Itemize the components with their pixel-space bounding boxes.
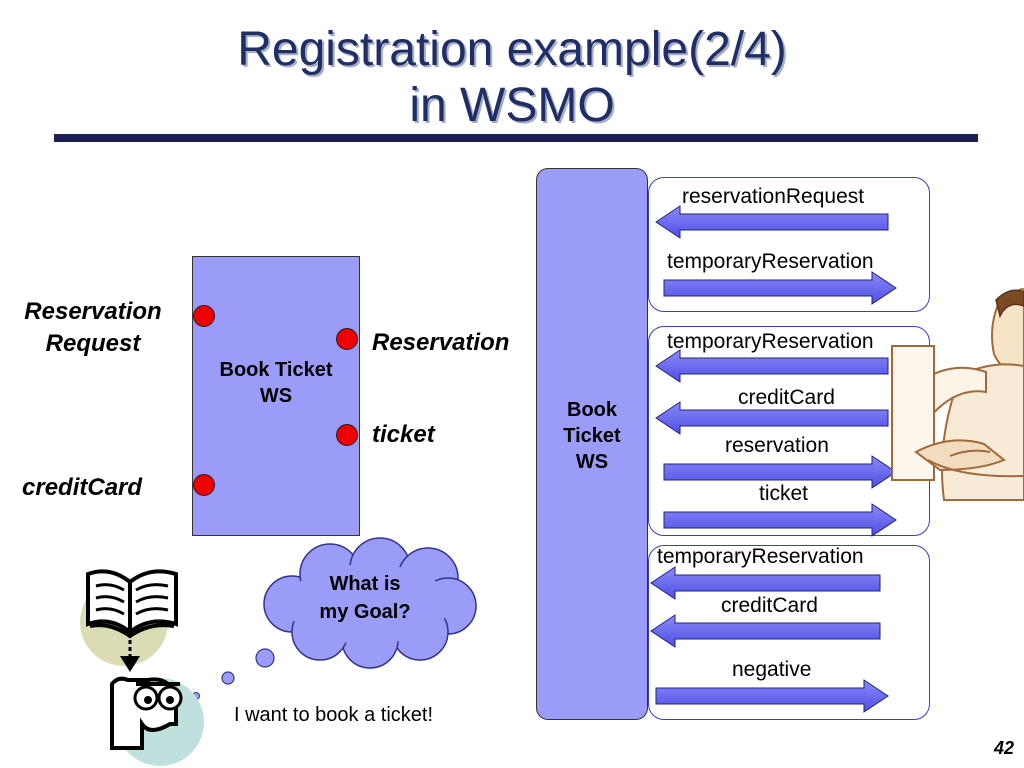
book-icon (80, 569, 178, 666)
down-arrow-icon (120, 640, 140, 672)
book-ticket-ws-tall-box: Book Ticket WS (536, 168, 648, 720)
msg-label: reservation (725, 434, 829, 457)
left-arrow (650, 614, 881, 648)
book-ticket-ws-box: Book Ticket WS (192, 256, 360, 536)
title-line-1: Registration example(2/4) (237, 23, 787, 76)
thought-line-1: What is (329, 573, 401, 595)
tall-ws-label-line-1: Book (567, 399, 617, 421)
interaction-panel-3 (648, 545, 930, 720)
msg-label: creditCard (738, 386, 835, 409)
reservation-label: Reservation (372, 329, 510, 356)
reservation-port (336, 328, 358, 350)
msg-label: temporaryReservation (667, 330, 874, 353)
ws-label-line-1: Book Ticket (219, 359, 333, 381)
left-arrow (655, 349, 889, 383)
msg-label: ticket (759, 482, 809, 505)
ticket-port (336, 424, 358, 446)
title-line-2: in WSMO (409, 79, 615, 132)
right-arrow (663, 455, 897, 489)
left-arrow (655, 401, 889, 435)
right-arrow (655, 679, 889, 713)
person-at-desk-icon (891, 288, 1024, 501)
msg-label: reservationRequest (682, 185, 865, 208)
credit-card-label: creditCard (22, 474, 143, 501)
thought-bubble-text: What is my Goal? (300, 570, 430, 626)
page-number: 42 (993, 738, 1014, 758)
person-icon (110, 676, 204, 766)
right-arrow (663, 503, 897, 537)
credit-card-port (193, 474, 215, 496)
reservation-request-label: Reservation Request (10, 296, 176, 360)
ws-label-line-2: WS (259, 385, 293, 407)
speech-text: I want to book a ticket! (234, 704, 433, 726)
reservation-request-label-line-2: Request (45, 330, 141, 357)
msg-label: creditCard (721, 594, 818, 617)
reservation-request-label-line-1: Reservation (24, 298, 162, 325)
tall-ws-label-line-3: WS (575, 451, 609, 473)
ticket-label: ticket (372, 421, 435, 448)
msg-label: temporaryReservation (667, 250, 874, 273)
msg-label: negative (732, 658, 812, 681)
tall-ws-label-line-2: Ticket (563, 425, 621, 447)
slide-title: Registration example(2/4) in WSMO (0, 22, 1024, 134)
title-underline (54, 134, 978, 142)
reservation-request-port (193, 305, 215, 327)
msg-label: temporaryReservation (657, 545, 864, 568)
thought-bubble-icon (192, 537, 477, 700)
interaction-panel-1 (648, 177, 930, 312)
thought-line-2: my Goal? (319, 601, 411, 623)
left-arrow (655, 205, 889, 239)
right-arrow (663, 271, 897, 305)
left-arrow (650, 566, 881, 600)
